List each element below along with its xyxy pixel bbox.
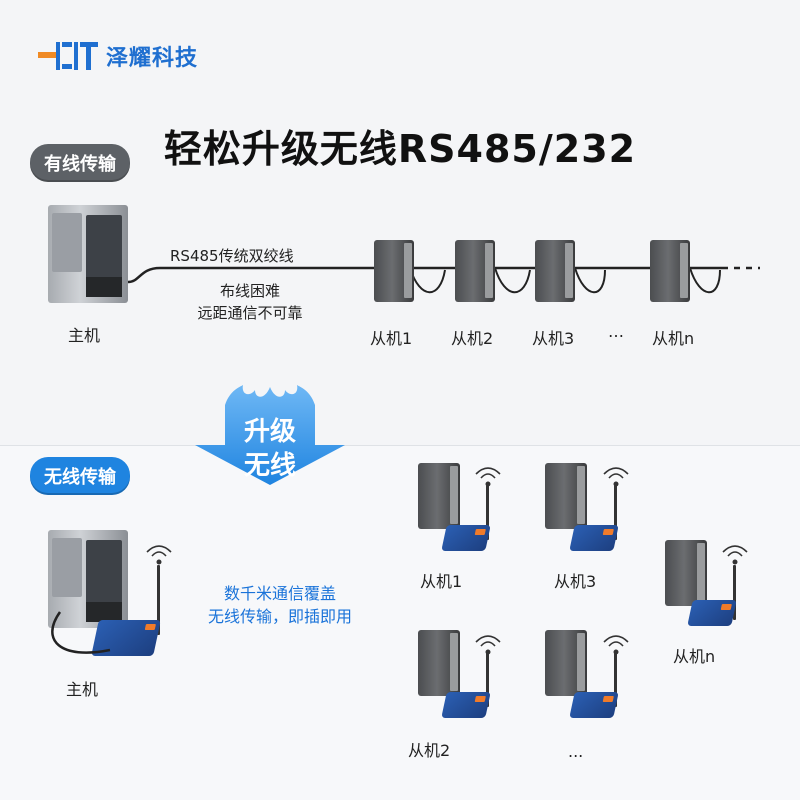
wireless-badge: 无线传输 bbox=[30, 457, 130, 495]
wireless-host-device bbox=[48, 530, 128, 628]
host-antenna bbox=[157, 565, 160, 635]
wired-badge: 有线传输 bbox=[30, 144, 130, 182]
wireless-feature-2: 无线传输，即插即用 bbox=[207, 607, 352, 626]
logo-mark-icon bbox=[38, 42, 98, 70]
wireless-feature-1: 数千米通信覆盖 bbox=[223, 584, 336, 603]
section-divider bbox=[0, 445, 800, 446]
upgrade-text: 升级 无线 bbox=[195, 415, 345, 483]
wireless-slave-more bbox=[545, 630, 587, 696]
wired-ellipsis: … bbox=[608, 322, 624, 341]
signal-icon bbox=[603, 467, 629, 487]
wired-problem-2: 远距通信不可靠 bbox=[197, 304, 303, 322]
wireless-slave-label-n: 从机n bbox=[673, 647, 716, 666]
brand-name: 泽耀科技 bbox=[106, 46, 199, 71]
brand-logo: 泽耀科技 bbox=[38, 40, 198, 72]
wired-slave-3 bbox=[535, 240, 575, 302]
wireless-slave-3 bbox=[545, 463, 587, 529]
wired-slave-label-n: 从机n bbox=[652, 329, 695, 348]
wired-host-device bbox=[48, 205, 128, 303]
wired-slave-2 bbox=[455, 240, 495, 302]
signal-icon bbox=[722, 545, 748, 565]
host-cable bbox=[51, 611, 111, 654]
wireless-ellipsis: ... bbox=[568, 742, 584, 761]
wired-problem-1: 布线困难 bbox=[219, 282, 280, 300]
cable-label: RS485传统双绞线 bbox=[170, 247, 294, 265]
wired-slave-label-2: 从机2 bbox=[451, 329, 494, 348]
wireless-slave-label-3: 从机3 bbox=[554, 572, 597, 591]
wired-host-label: 主机 bbox=[68, 326, 101, 345]
slave-2-antenna bbox=[486, 652, 489, 707]
upgrade-banner bbox=[195, 385, 345, 485]
slave-n-antenna bbox=[733, 565, 736, 620]
signal-icon bbox=[603, 635, 629, 655]
signal-icon bbox=[146, 545, 172, 565]
wireless-slave-n bbox=[665, 540, 707, 606]
wired-slave-label-3: 从机3 bbox=[532, 329, 575, 348]
slave-1-module bbox=[441, 525, 491, 551]
upgrade-line-1: 升级 bbox=[243, 417, 296, 447]
wired-slave-label-1: 从机1 bbox=[370, 329, 413, 348]
slave-3-module bbox=[569, 525, 619, 551]
signal-icon bbox=[475, 635, 501, 655]
page-title: 轻松升级无线RS485/232 bbox=[163, 127, 637, 171]
wireless-host-label: 主机 bbox=[66, 680, 99, 699]
slave-more-module bbox=[569, 692, 619, 718]
slave-more-antenna bbox=[614, 652, 617, 707]
wired-slave-n bbox=[650, 240, 690, 302]
wireless-slave-2 bbox=[418, 630, 460, 696]
signal-icon bbox=[475, 467, 501, 487]
upgrade-line-2: 无线 bbox=[243, 451, 296, 481]
slave-n-module bbox=[687, 600, 737, 626]
wired-slave-1 bbox=[374, 240, 414, 302]
slave-3-antenna bbox=[614, 485, 617, 540]
wireless-slave-label-1: 从机1 bbox=[420, 572, 463, 591]
wireless-slave-label-2: 从机2 bbox=[408, 741, 451, 760]
wireless-slave-1 bbox=[418, 463, 460, 529]
slave-1-antenna bbox=[486, 485, 489, 540]
slave-2-module bbox=[441, 692, 491, 718]
